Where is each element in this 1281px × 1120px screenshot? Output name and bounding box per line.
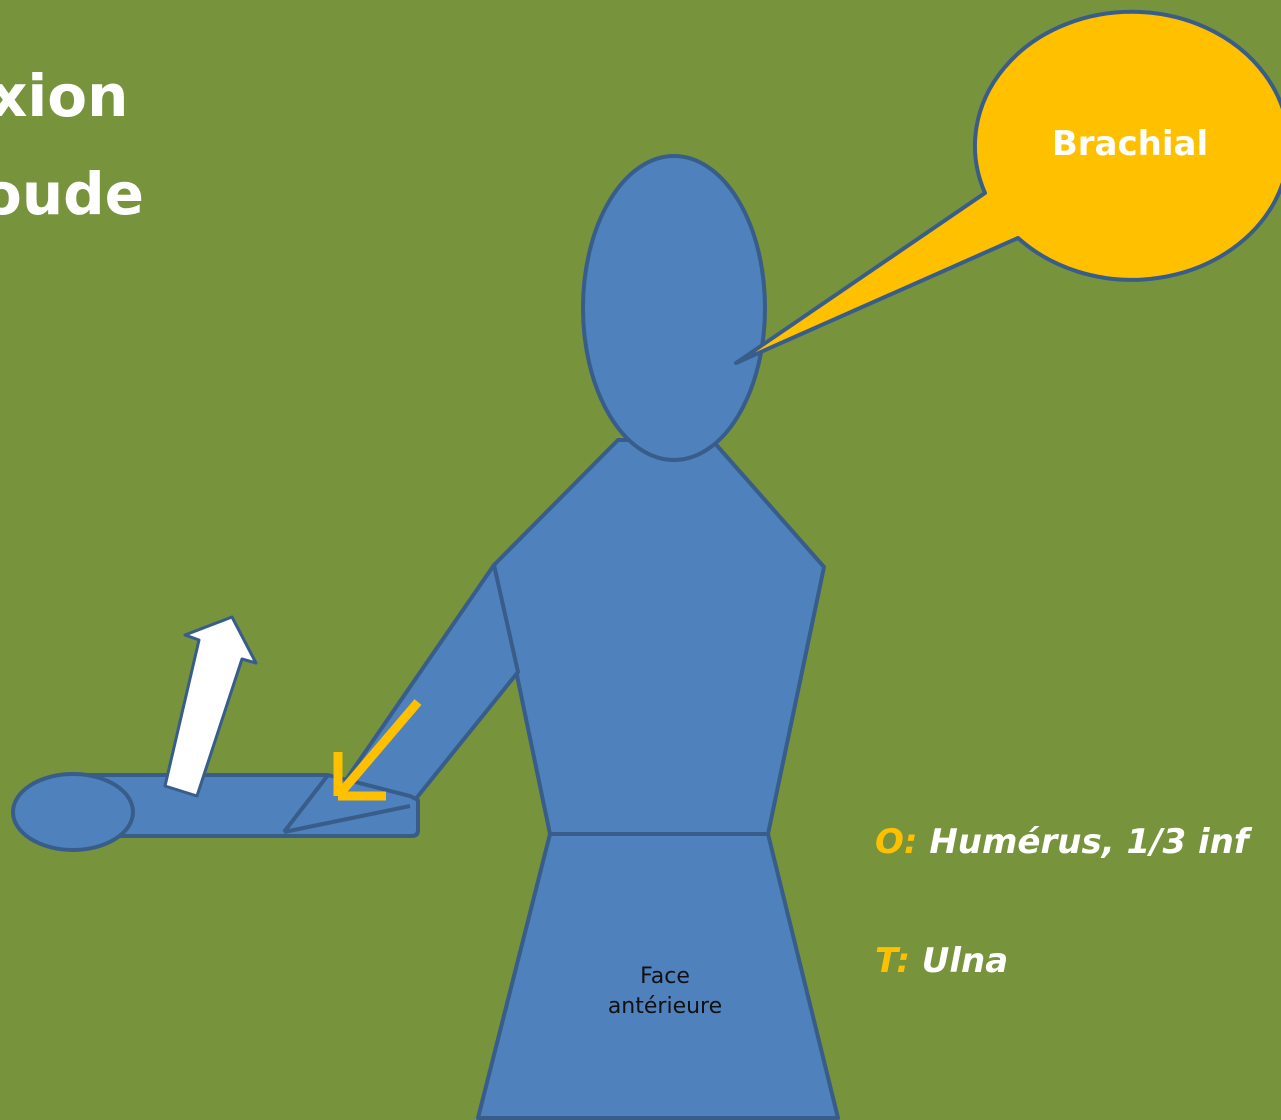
figure-hand	[13, 774, 133, 850]
slide-title-line-1: xion	[0, 62, 128, 130]
figure-view-label: Face antérieure	[590, 962, 740, 1022]
origin-text: Humérus, 1/3 inf	[918, 822, 1249, 862]
insertion-text: Ulna	[910, 941, 1008, 981]
muscle-name-label: Brachial	[1048, 124, 1212, 164]
figure-head	[583, 156, 765, 460]
origin-line: O: Humérus, 1/3 inf	[875, 822, 1249, 862]
insertion-line: T: Ulna	[875, 941, 1008, 981]
origin-key: O:	[875, 822, 918, 862]
figure-view-label-line-2: antérieure	[590, 992, 740, 1022]
slide-title-line-2: oude	[0, 160, 144, 228]
figure-view-label-line-1: Face	[590, 962, 740, 992]
insertion-key: T:	[875, 941, 910, 981]
